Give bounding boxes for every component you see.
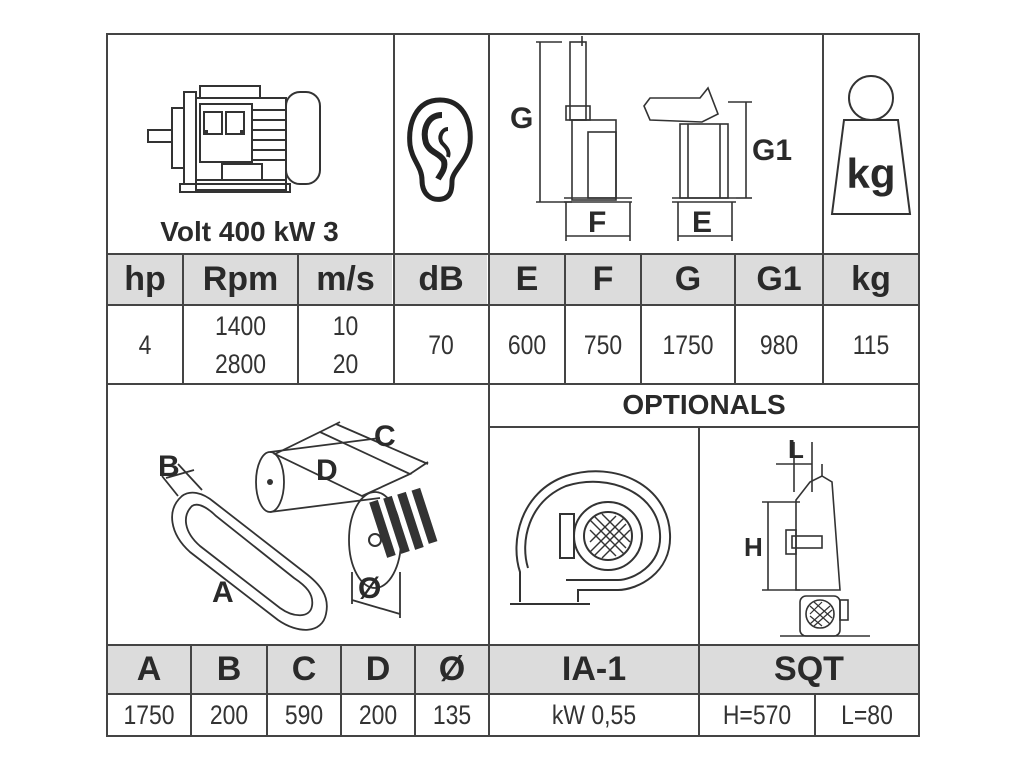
belt-value-d: 200 bbox=[358, 700, 398, 730]
weight-icon: kg bbox=[830, 75, 912, 215]
motor-icon bbox=[147, 85, 321, 193]
kg-icon-label: kg bbox=[846, 150, 895, 197]
spec-value-hp: 4 bbox=[138, 329, 152, 360]
belt-label-c: C bbox=[374, 420, 396, 453]
belt-label-diameter: Ø bbox=[358, 572, 381, 605]
belt-header-b: B bbox=[192, 646, 266, 693]
spec-header-g1: G1 bbox=[736, 255, 822, 304]
spec-header-f: F bbox=[566, 255, 640, 304]
stand-label-l: L bbox=[788, 434, 804, 464]
machine-dimensions-diagram: G G1 F E bbox=[510, 36, 792, 241]
belt-label-a: A bbox=[212, 576, 234, 609]
ear-icon bbox=[407, 97, 473, 202]
optional-value-sqt-l: L=80 bbox=[841, 700, 893, 730]
optional-header-sqt: SQT bbox=[700, 646, 918, 693]
belt-label-d: D bbox=[316, 454, 338, 487]
spec-value-g1: 980 bbox=[759, 329, 799, 360]
belt-header-a: A bbox=[108, 646, 190, 693]
spec-header-kg: kg bbox=[824, 255, 918, 304]
dim-label-g1: G1 bbox=[752, 134, 792, 167]
belt-label-b: B bbox=[158, 450, 180, 483]
spec-header-db: dB bbox=[395, 255, 487, 304]
dim-label-f: F bbox=[588, 206, 606, 239]
belt-dimensions-diagram: B C D A Ø bbox=[158, 420, 438, 631]
spec-header-rpm: Rpm bbox=[184, 255, 297, 304]
belt-header-d: D bbox=[342, 646, 414, 693]
optional-value-ia1: kW 0,55 bbox=[551, 700, 637, 730]
optional-value-sqt-h: H=570 bbox=[722, 700, 792, 730]
dim-label-e: E bbox=[692, 206, 712, 239]
belt-header-diameter: Ø bbox=[416, 646, 488, 693]
stand-icon: L H bbox=[744, 434, 870, 637]
spec-value-kg: 115 bbox=[852, 329, 890, 360]
spec-table-frame bbox=[106, 33, 920, 737]
spec-value-f: 750 bbox=[583, 329, 623, 360]
motor-caption: Volt 400 kW 3 bbox=[160, 216, 339, 247]
blower-fan-icon bbox=[510, 470, 672, 605]
spec-value-e: 600 bbox=[507, 329, 547, 360]
belt-header-c: C bbox=[268, 646, 340, 693]
spec-header-e: E bbox=[490, 255, 564, 304]
spec-value-g: 1750 bbox=[662, 329, 714, 360]
dim-label-g: G bbox=[510, 102, 533, 135]
stand-label-h: H bbox=[744, 532, 763, 562]
belt-value-diameter: 135 bbox=[432, 700, 472, 730]
belt-value-a: 1750 bbox=[123, 700, 175, 730]
belt-value-c: 590 bbox=[284, 700, 324, 730]
spec-value-db: 70 bbox=[428, 329, 454, 360]
spec-header-g: G bbox=[642, 255, 734, 304]
optional-header-ia1: IA-1 bbox=[490, 646, 698, 693]
belt-value-b: 200 bbox=[209, 700, 249, 730]
optionals-title: OPTIONALS bbox=[622, 389, 786, 420]
spec-header-ms: m/s bbox=[299, 255, 392, 304]
spec-header-hp: hp bbox=[108, 255, 182, 304]
